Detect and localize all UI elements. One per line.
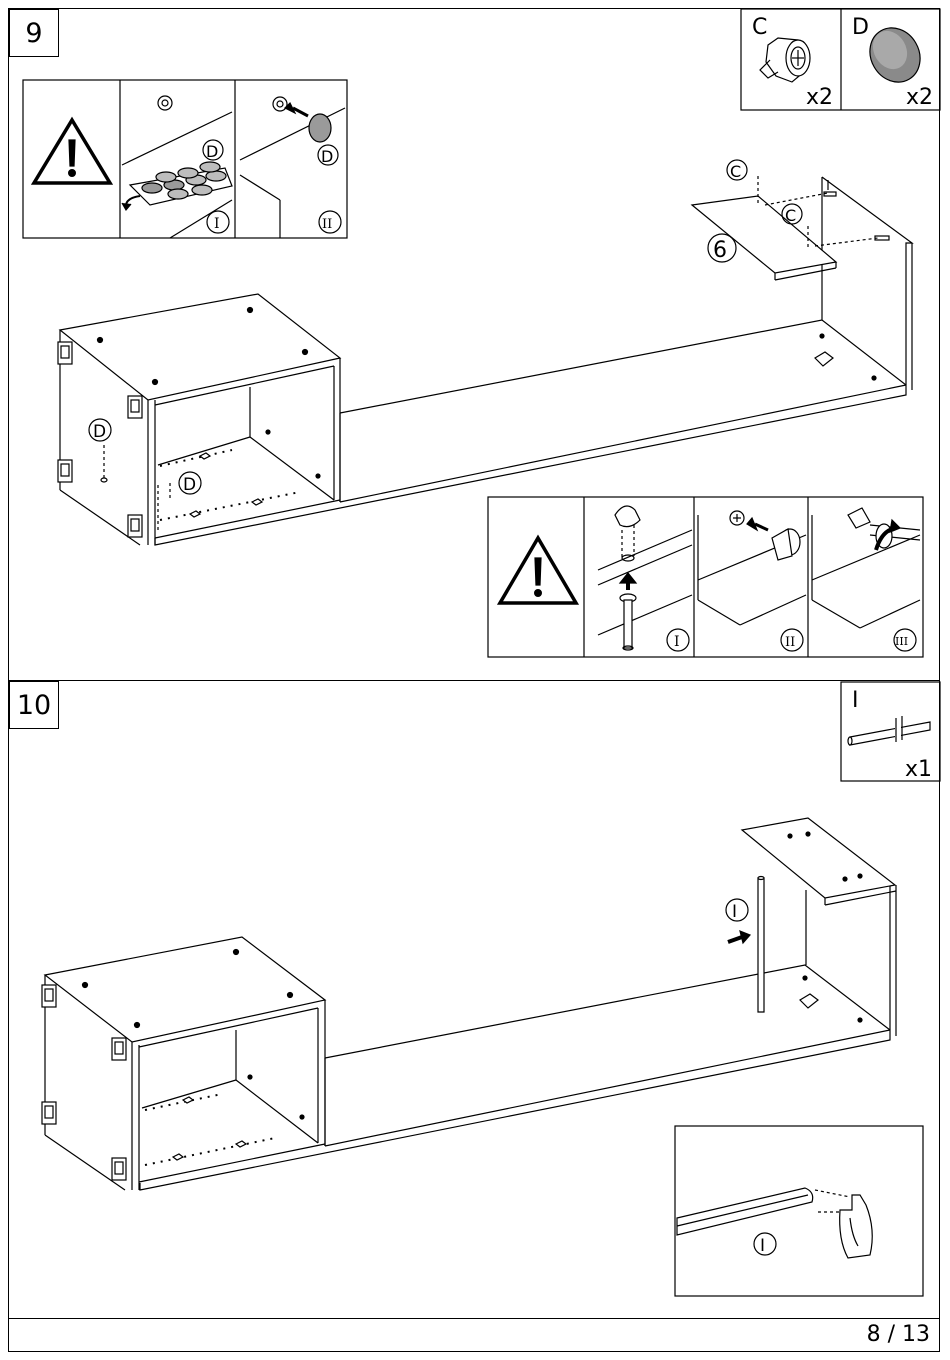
detail-bottom-sub1: I — [674, 634, 680, 650]
detail-panel-cover-caps: D I D II — [23, 80, 347, 238]
detail-panel-rod: I — [675, 1126, 923, 1296]
cabinet-unit-step9: D D 6 C C — [58, 160, 912, 545]
part-c-qty: x2 — [806, 85, 833, 110]
detail-top-sub1: I — [214, 216, 220, 232]
part-c-letter: C — [752, 15, 767, 40]
callout-panel-6: 6 — [713, 238, 727, 263]
part-i-qty: x1 — [905, 757, 932, 782]
warning-icon-2 — [500, 538, 576, 603]
part-d-letter: D — [852, 15, 869, 40]
rod-icon — [848, 716, 930, 745]
callout-c-lower: C — [785, 206, 796, 225]
detail-bottom-sub2: II — [785, 635, 795, 650]
part-i-letter: I — [852, 688, 859, 713]
callout-d-left: D — [93, 422, 106, 442]
parts-box-step9: C x2 D x2 — [741, 9, 940, 110]
detail-panel-cam-lock: I II III — [488, 497, 923, 657]
parts-box-step10: I x1 — [841, 682, 940, 782]
detail-rod-letter: I — [760, 1236, 765, 1256]
callout-c-top: C — [730, 162, 741, 181]
detail-top-letter-2: D — [321, 147, 333, 166]
cabinet-unit-step10: I — [42, 818, 896, 1190]
cam-lock-icon — [760, 38, 810, 82]
callout-i: I — [732, 902, 737, 922]
warning-icon — [34, 120, 110, 183]
callout-d-inner: D — [183, 475, 196, 495]
detail-top-sub2: II — [322, 217, 332, 232]
part-d-qty: x2 — [906, 85, 933, 110]
detail-top-letter: D — [206, 142, 218, 161]
detail-bottom-sub3: III — [895, 635, 908, 648]
